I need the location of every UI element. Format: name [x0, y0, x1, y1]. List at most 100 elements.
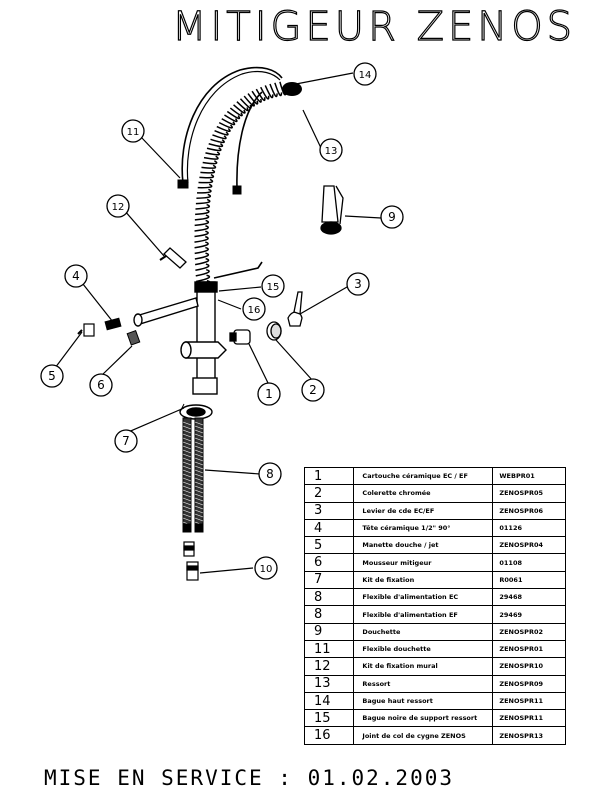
part-desc: Tête céramique 1/2" 90° — [353, 518, 494, 538]
hose-braid-line — [182, 473, 192, 478]
part-code: WEBPR01 — [492, 466, 566, 486]
part-desc: Flexible d'alimentation EC — [353, 588, 494, 607]
hose-braid-line — [182, 477, 192, 482]
part-code: ZENOSPR02 — [492, 622, 566, 641]
spring-coil — [195, 263, 210, 272]
hose-braid-line — [182, 509, 192, 514]
part-code: 29469 — [492, 605, 566, 624]
callout-circle — [64, 264, 88, 288]
hose-braid-line — [194, 493, 204, 498]
hose-braid-line — [182, 421, 192, 426]
part-num: 8 — [303, 588, 355, 607]
spring-coil — [197, 188, 212, 194]
callout-circle — [257, 382, 281, 406]
hose-braid-line — [194, 473, 204, 478]
part-num: 5 — [303, 536, 355, 555]
part-code: ZENOSPR11 — [492, 691, 566, 711]
part-num: 13 — [303, 674, 355, 693]
callout-circle — [261, 274, 285, 298]
spring-coil — [195, 198, 211, 205]
callout-label: 8 — [266, 467, 274, 481]
spring-top-ring — [282, 82, 302, 96]
hose-braid-line — [194, 421, 204, 426]
hose-braid-line — [194, 441, 204, 446]
hose-braid-line — [194, 453, 204, 458]
part-num: 12 — [303, 657, 355, 676]
hose-braid-line — [182, 493, 192, 498]
hose-braid-line — [182, 437, 192, 442]
hose-braid-line — [182, 453, 192, 458]
part-desc: Flexible douchette — [353, 639, 494, 659]
spring-coil — [260, 86, 270, 100]
part-num: 8 — [303, 605, 355, 624]
spring-coil — [194, 241, 209, 249]
part-desc: Kit de fixation mural — [353, 657, 494, 676]
hose-braid-line — [182, 457, 192, 462]
part-desc: Colerette chromée — [353, 484, 494, 503]
hose-braid-line — [194, 469, 204, 474]
hose-braid-line — [182, 449, 192, 454]
callout-circle — [353, 62, 377, 86]
spring-coil — [195, 274, 211, 283]
hose-braid-line — [182, 481, 192, 486]
hose-braid-line — [182, 489, 192, 494]
spring-coil — [194, 225, 209, 232]
hose-braid-line — [182, 465, 192, 470]
spring-coil — [210, 138, 225, 144]
spring-coil — [194, 235, 209, 243]
part-code: 01108 — [492, 553, 566, 572]
part-code: ZENOSPR06 — [492, 501, 566, 520]
hose-braid-line — [194, 505, 204, 510]
hose-braid-line — [194, 433, 204, 438]
spring-coil — [221, 118, 236, 126]
callout-circle — [242, 297, 266, 321]
part-num: 2 — [303, 484, 355, 503]
part-num: 7 — [303, 570, 355, 590]
spring-coil — [196, 193, 212, 199]
service-date: MISE EN SERVICE : 01.02.2003 — [44, 766, 455, 790]
callout-label: 5 — [48, 369, 56, 383]
part-desc: Mousseur mitigeur — [353, 553, 494, 572]
spring-coil — [194, 230, 209, 238]
callout-label: 15 — [267, 282, 280, 293]
hose-braid-line — [182, 501, 192, 506]
part-code: 01126 — [492, 518, 566, 538]
hose-braid-line — [194, 465, 204, 470]
part-desc: Bague noire de support ressort — [353, 709, 494, 728]
spring-coil — [243, 95, 255, 107]
callout-label: 1 — [265, 387, 273, 401]
spring-coil — [218, 121, 233, 129]
hose-braid-line — [182, 425, 192, 430]
callout-label: 2 — [309, 383, 317, 397]
spring-coil — [208, 143, 224, 148]
spring-coil — [212, 134, 227, 140]
part-num: 4 — [303, 518, 355, 538]
callout-circle — [254, 556, 278, 580]
hose-braid-line — [182, 445, 192, 450]
spring-coil — [205, 151, 221, 156]
part-desc: Flexible d'alimentation EF — [353, 605, 494, 624]
part-code: ZENOSPR13 — [492, 726, 566, 745]
spring-coil — [239, 98, 252, 109]
callout-circle — [346, 272, 370, 296]
part-code: ZENOSPR09 — [492, 674, 566, 693]
part-code: ZENOSPR11 — [492, 709, 566, 728]
hose-braid-line — [194, 497, 204, 502]
spring-coil — [274, 82, 283, 97]
spring-coil — [247, 93, 259, 105]
hose-braid-line — [182, 461, 192, 466]
spring-coil — [233, 104, 246, 114]
hose-braid-line — [194, 457, 204, 462]
part-desc: Levier de cde EC/EF — [353, 501, 494, 520]
hose-braid-line — [194, 501, 204, 506]
